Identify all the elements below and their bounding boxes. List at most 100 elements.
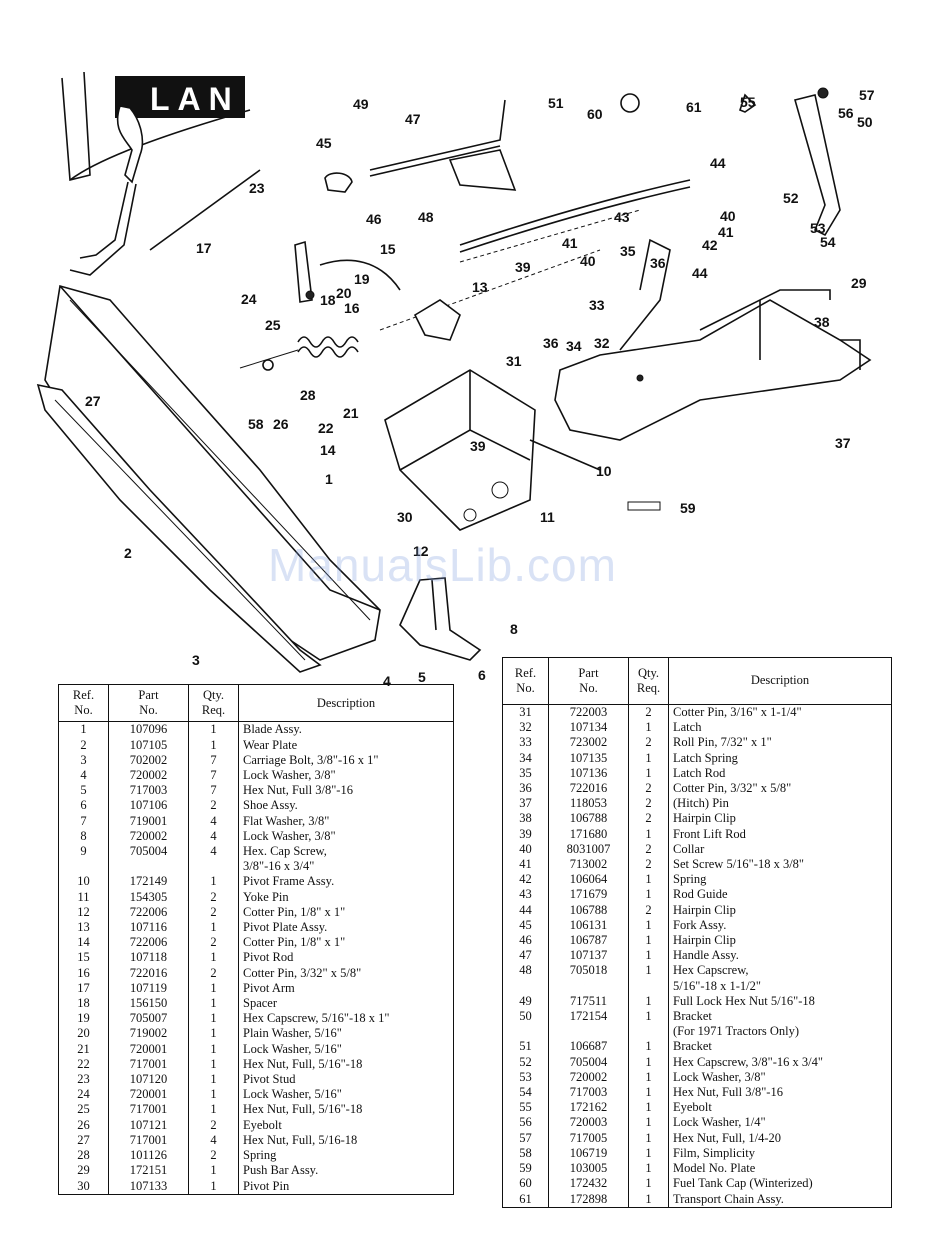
description-line: Blade Assy. <box>243 722 302 737</box>
ref-cell: 37 <box>502 796 549 812</box>
qty-cell: 1 <box>188 737 239 753</box>
hood-logo-text: LAN <box>150 81 240 117</box>
description-line: Plain Washer, 5/16" <box>243 1026 342 1041</box>
description-line: Roll Pin, 7/32" x 1" <box>673 735 772 750</box>
qty-cell: 2 <box>628 811 669 827</box>
description-line: Hex Capscrew, 3/8"-16 x 3/4" <box>673 1054 823 1069</box>
qty-cell: 1 <box>188 980 239 997</box>
description-cell: Hex Capscrew,5/16"-18 x 1-1/2" <box>669 963 892 993</box>
description-line: Fuel Tank Cap (Winterized) <box>673 1176 813 1191</box>
qty-cell: 1 <box>628 1115 669 1131</box>
part-cell: 717003 <box>548 1085 629 1101</box>
part-cell: 717003 <box>108 783 189 799</box>
tractor-hood: LAN <box>61 71 261 251</box>
ref-cell: 14 <box>58 935 109 951</box>
callout-label: 56 <box>838 105 854 121</box>
part-cell: 171679 <box>548 887 629 903</box>
part-cell: 8031007 <box>548 841 629 858</box>
qty-cell: 1 <box>628 826 669 842</box>
description-cell: (Hitch) Pin <box>669 796 892 811</box>
description-line: 5/16"-18 x 1-1/2" <box>673 978 761 993</box>
description-line: Latch <box>673 720 702 735</box>
description-cell: Lock Washer, 5/16" <box>239 1042 454 1057</box>
part-cell: 702002 <box>108 752 189 769</box>
description-cell: Bracket <box>669 1039 892 1054</box>
qty-cell: 1 <box>188 1163 239 1179</box>
qty-cell: 1 <box>628 917 669 934</box>
header-qty: Qty.Req. <box>628 657 669 705</box>
description-line: Lock Washer, 3/8" <box>673 1069 766 1084</box>
part-cell: 107116 <box>108 920 189 936</box>
ref-cell: 36 <box>502 781 549 797</box>
part-cell: 722003 <box>548 704 629 721</box>
description-line: Handle Assy. <box>673 948 739 963</box>
callout-label: 58 <box>248 416 264 432</box>
part-cell: 107135 <box>548 750 629 766</box>
description-cell: Full Lock Hex Nut 5/16"-18 <box>669 994 892 1009</box>
part-cell: 717001 <box>108 1102 189 1118</box>
description-line: Hex Nut, Full, 5/16-18 <box>243 1132 358 1147</box>
qty-cell: 1 <box>628 872 669 888</box>
description-line: Hex Nut, Full, 5/16"-18 <box>243 1102 363 1117</box>
header-ref: Ref.No. <box>58 684 109 723</box>
description-line: Set Screw 5/16"-18 x 3/8" <box>673 857 805 872</box>
description-line: Latch Spring <box>673 750 738 765</box>
callout-label: 4 <box>383 673 391 689</box>
callout-label: 21 <box>343 405 359 421</box>
description-line: Spring <box>673 872 707 887</box>
qty-cell: 1 <box>188 1087 239 1103</box>
part-cell: 722016 <box>548 781 629 797</box>
description-line: Lock Washer, 5/16" <box>243 1041 342 1056</box>
ref-cell: 44 <box>502 902 549 918</box>
part-cell: 106788 <box>548 902 629 918</box>
qty-cell: 1 <box>188 1178 239 1195</box>
description-line: Bracket <box>673 1009 712 1024</box>
part-cell: 106787 <box>548 933 629 949</box>
part-cell: 722006 <box>108 904 189 921</box>
callout-label: 49 <box>353 96 369 112</box>
callout-label: 24 <box>241 291 257 307</box>
description-line: Lock Washer, 5/16" <box>243 1087 342 1102</box>
description-line: Model No. Plate <box>673 1161 756 1176</box>
description-cell: Latch Spring <box>669 751 892 766</box>
qty-cell: 1 <box>628 887 669 903</box>
ref-cell: 55 <box>502 1100 549 1116</box>
qty-cell: 2 <box>188 1117 239 1133</box>
callout-label: 14 <box>320 442 336 458</box>
description-line: Pivot Stud <box>243 1072 296 1087</box>
description-line: Hairpin Clip <box>673 811 736 826</box>
description-cell: Eyebolt <box>239 1118 454 1133</box>
description-line: Yoke Pin <box>243 889 289 904</box>
description-cell: Pivot Rod <box>239 950 454 965</box>
qty-cell: 2 <box>188 798 239 814</box>
callout-label: 41 <box>562 235 578 251</box>
part-cell: 106788 <box>548 811 629 827</box>
qty-cell: 1 <box>188 1026 239 1042</box>
description-line: (For 1971 Tractors Only) <box>673 1024 800 1039</box>
ref-cell: 51 <box>502 1039 549 1055</box>
description-cell: Set Screw 5/16"-18 x 3/8" <box>669 857 892 872</box>
qty-cell: 1 <box>628 1145 669 1162</box>
header-description: Description <box>668 657 892 705</box>
description-cell: Film, Simplicity <box>669 1146 892 1161</box>
callout-label: 31 <box>506 353 522 369</box>
description-cell: Cotter Pin, 3/32" x 5/8" <box>669 781 892 796</box>
callout-label: 18 <box>320 292 336 308</box>
ref-cell: 32 <box>502 720 549 736</box>
description-cell: Lock Washer, 1/4" <box>669 1115 892 1130</box>
header-qty: Qty.Req. <box>188 684 239 723</box>
ref-cell: 43 <box>502 887 549 903</box>
